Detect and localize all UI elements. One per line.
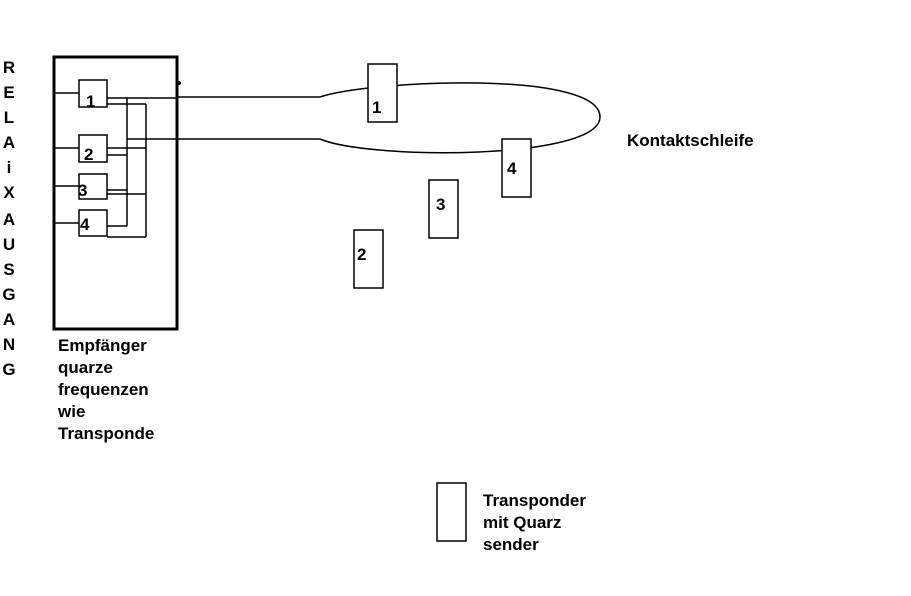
legend-text: Transponder mit Quarz sender xyxy=(483,490,586,556)
channel-label-4: 4 xyxy=(80,215,90,234)
legend-transponder-symbol xyxy=(436,482,467,542)
channel-label-2: 2 xyxy=(84,145,93,164)
receiver-caption-line: frequenzen xyxy=(58,380,149,399)
relay-label-word1: R E L A i X xyxy=(2,55,16,205)
transponder-box-2 xyxy=(353,229,384,289)
receiver-caption-line: Transponde xyxy=(58,424,155,443)
relay-letter: E xyxy=(3,83,15,102)
relay-letter: U xyxy=(2,235,16,254)
relay-letter: A xyxy=(2,210,16,229)
relay-letter: R xyxy=(2,58,16,77)
transponder-box-1 xyxy=(367,63,398,123)
receiver-wiring xyxy=(54,92,177,238)
receiver-caption: Empfänger quarze frequenzen wie Transpon… xyxy=(58,335,154,445)
transponder-box-3 xyxy=(428,179,459,239)
receiver-caption-line: wie xyxy=(58,402,86,421)
relay-letter: S xyxy=(3,260,15,279)
contact-loop xyxy=(177,82,601,154)
relay-letter: A xyxy=(2,133,16,152)
loop-label: Kontaktschleife xyxy=(627,131,754,150)
transponder-label-3: 3 xyxy=(436,195,445,214)
transponder-label-4: 4 xyxy=(507,159,517,178)
transponder-label-1: 1 xyxy=(372,98,381,117)
transponder-label-2: 2 xyxy=(357,245,366,264)
relay-letter: i xyxy=(6,158,12,177)
relay-letter: G xyxy=(2,360,16,379)
receiver-caption-line: Empfänger xyxy=(58,336,147,355)
connection-dot xyxy=(177,81,181,85)
legend-text-line: mit Quarz xyxy=(483,513,562,532)
channel-label-3: 3 xyxy=(78,181,87,200)
relay-letter: N xyxy=(2,335,16,354)
receiver-box xyxy=(52,55,179,331)
legend-text-line: Transponder xyxy=(483,491,586,510)
relay-letter: A xyxy=(2,310,16,329)
receiver-caption-line: quarze xyxy=(58,358,113,377)
legend-text-line: sender xyxy=(483,535,539,554)
relay-letter: L xyxy=(3,108,15,127)
relay-label-word2: A U S G A N G xyxy=(2,207,16,382)
transponder-box-4 xyxy=(501,138,532,198)
relay-letter: G xyxy=(2,285,16,304)
relay-letter: X xyxy=(3,183,15,202)
channel-label-1: 1 xyxy=(86,92,95,111)
